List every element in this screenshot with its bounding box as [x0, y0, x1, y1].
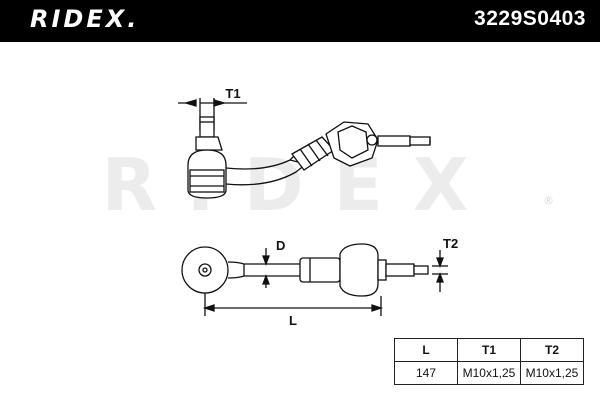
label-d: D [276, 238, 285, 253]
brand-logo: RIDEX. [30, 5, 140, 33]
technical-drawing: RIDEX ® T1 [102, 86, 554, 328]
spec-table-value-row: 147 M10x1,25 M10x1,25 [394, 361, 584, 385]
plan-view [181, 243, 448, 316]
part-number: 3229S0403 [474, 7, 586, 30]
label-l: L [289, 313, 297, 328]
spec-table: L T1 T2 147 M10x1,25 M10x1,25 [394, 338, 584, 385]
spec-header-t1: T1 [457, 338, 521, 362]
spec-value-t2: M10x1,25 [520, 361, 584, 385]
label-t2: T2 [443, 236, 458, 251]
watermark: RIDEX [102, 143, 499, 227]
spec-header-l: L [394, 338, 458, 362]
header-bar: RIDEX. 3229S0403 [0, 0, 600, 42]
watermark-registered: ® [543, 194, 554, 207]
spec-value-t1: M10x1,25 [457, 361, 521, 385]
spec-value-l: 147 [394, 361, 458, 385]
spec-table-header-row: L T1 T2 [394, 338, 584, 362]
label-t1: T1 [225, 86, 240, 101]
side-view [178, 98, 431, 199]
spec-header-t2: T2 [520, 338, 584, 362]
